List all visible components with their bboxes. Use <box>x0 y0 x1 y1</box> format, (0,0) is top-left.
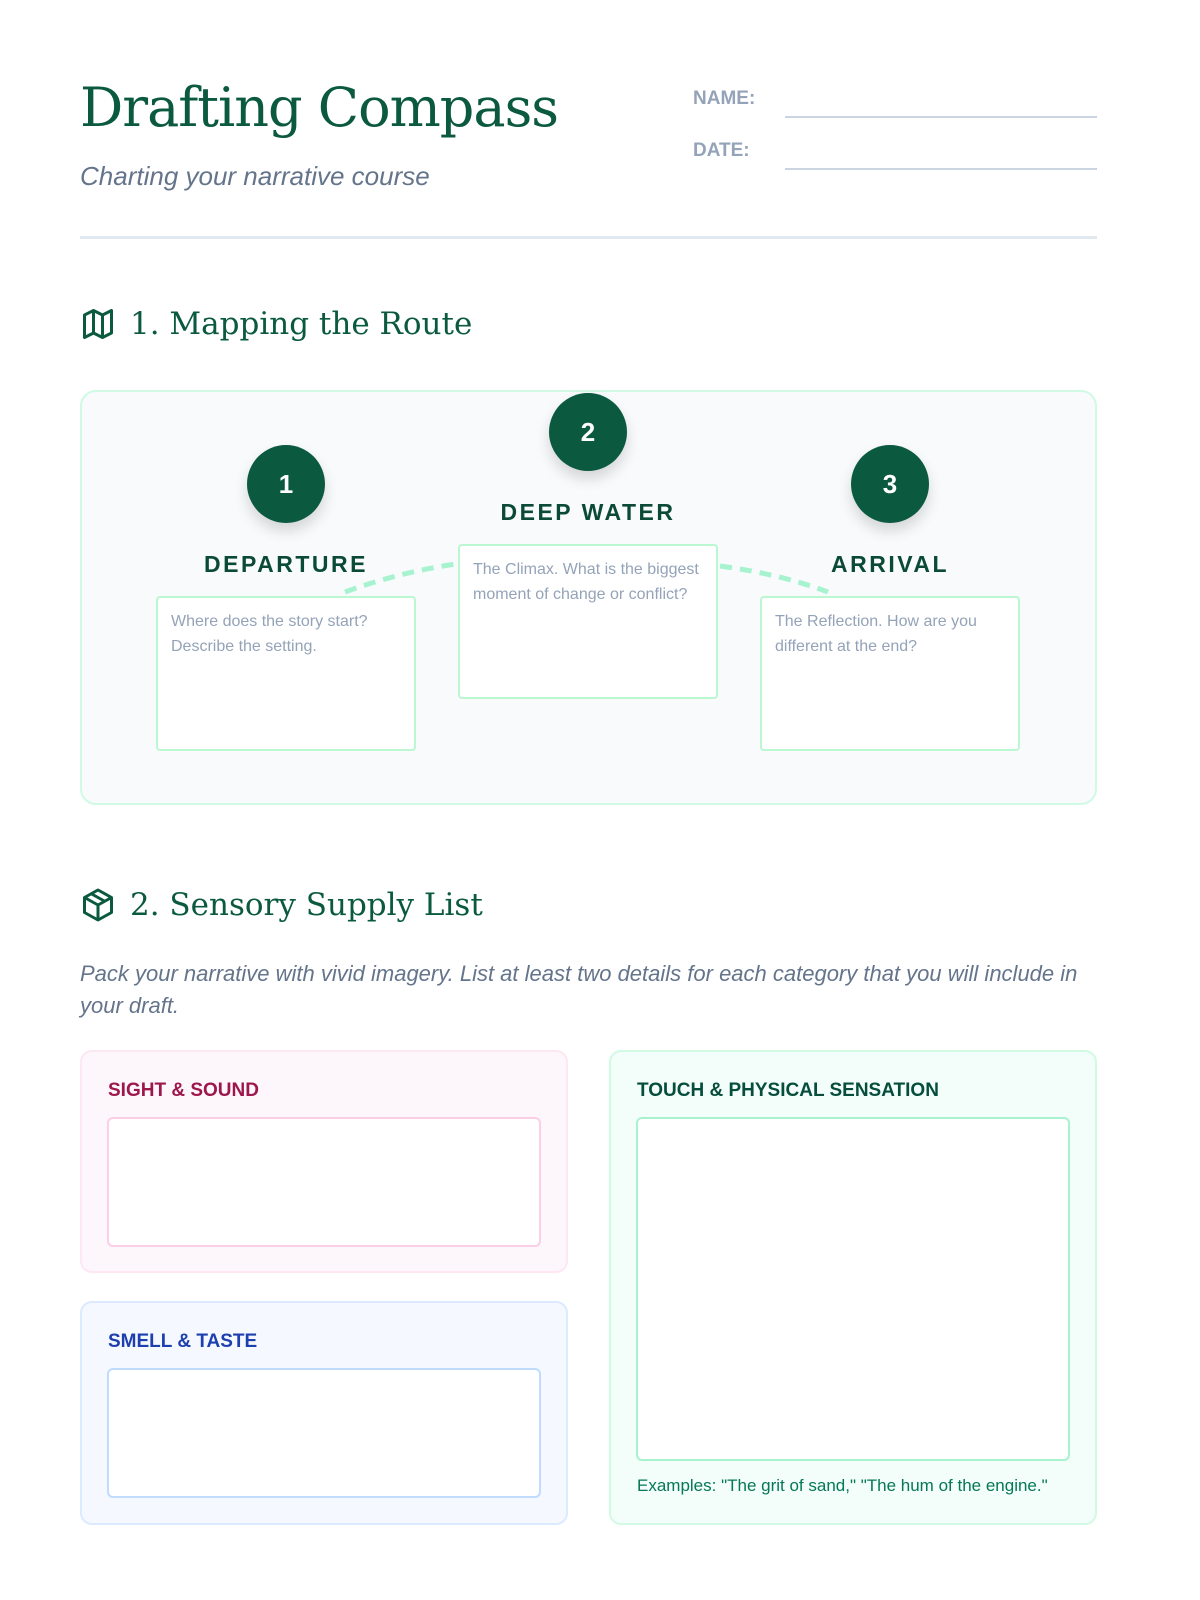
card-label: TOUCH & PHYSICAL SENSATION <box>637 1080 939 1101</box>
smell-taste-input[interactable] <box>107 1368 541 1498</box>
name-field[interactable] <box>785 116 1097 118</box>
section-heading-route: 1. Mapping the Route <box>80 306 472 342</box>
sensory-instructions: Pack your narrative with vivid imagery. … <box>80 961 1078 1018</box>
name-label: NAME: <box>693 88 756 109</box>
page-subtitle: Charting your narrative course <box>80 161 430 191</box>
map-icon <box>83 309 113 339</box>
card-touch: TOUCH & PHYSICAL SENSATION Examples: "Th… <box>609 1050 1097 1525</box>
route-dash-right <box>719 563 829 595</box>
section-heading-sensory: 2. Sensory Supply List <box>80 887 483 923</box>
stage-2-badge: 2 <box>549 393 627 471</box>
package-icon <box>83 888 113 922</box>
card-label: SMELL & TASTE <box>108 1331 258 1352</box>
touch-input[interactable] <box>636 1117 1070 1461</box>
card-smell-taste: SMELL & TASTE <box>80 1301 568 1525</box>
date-field[interactable] <box>785 168 1097 170</box>
stage-3-badge: 3 <box>851 445 929 523</box>
deep-water-input[interactable]: The Climax. What is the biggest moment o… <box>458 544 718 699</box>
card-label: SIGHT & SOUND <box>108 1080 259 1101</box>
stage-1-label: DEPARTURE <box>204 551 368 577</box>
route-path <box>344 561 829 595</box>
stage-2-label: DEEP WATER <box>500 499 676 525</box>
touch-examples: Examples: "The grit of sand," "The hum o… <box>637 1476 1048 1495</box>
card-sight-sound: SIGHT & SOUND <box>80 1050 568 1273</box>
sight-sound-input[interactable] <box>107 1117 541 1247</box>
header-divider <box>80 236 1097 239</box>
page-title: Drafting Compass <box>80 76 559 139</box>
date-label: DATE: <box>693 140 750 161</box>
departure-input[interactable]: Where does the story start? Describe the… <box>156 596 416 751</box>
arrival-input[interactable]: The Reflection. How are you different at… <box>760 596 1020 751</box>
route-dash-left <box>344 561 457 595</box>
stage-3-label: ARRIVAL <box>830 551 949 577</box>
stage-1-badge: 1 <box>247 445 325 523</box>
